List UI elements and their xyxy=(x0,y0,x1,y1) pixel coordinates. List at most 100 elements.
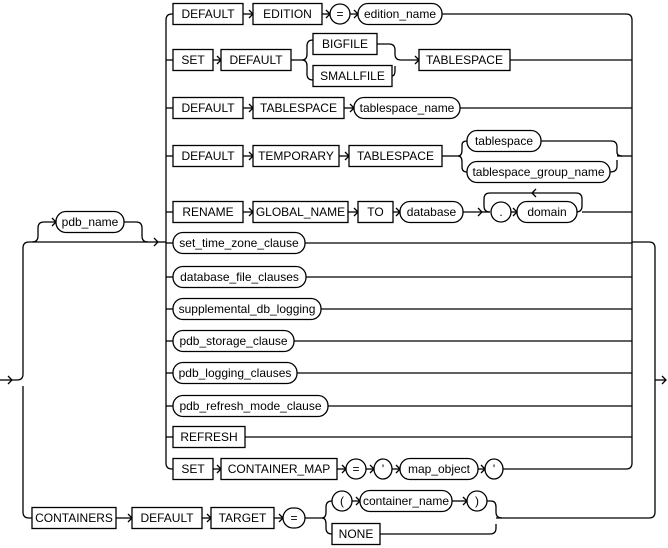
nonterminal-shape xyxy=(466,129,542,153)
node-label: pdb_storage_clause xyxy=(179,334,287,348)
keyword-shape xyxy=(172,425,246,449)
nonterminal-pdb-logging-clauses: pdb_logging_clauses xyxy=(172,361,298,385)
node-label: tablespace_group_name xyxy=(472,165,604,179)
keyword-default: DEFAULT xyxy=(131,506,203,530)
keyword-shape xyxy=(357,200,394,224)
keyword-rename: RENAME xyxy=(172,200,244,224)
node-label: container_name xyxy=(363,494,449,508)
keyword-shape xyxy=(312,32,378,56)
node-label: TABLESPACE xyxy=(260,101,337,115)
nonterminal-pdb-name: pdb_name xyxy=(55,210,125,234)
connector-line xyxy=(457,140,468,157)
connector-line xyxy=(321,500,333,519)
node-label: ' xyxy=(382,462,384,476)
keyword-default: DEFAULT xyxy=(172,2,244,26)
keyword-set: SET xyxy=(172,48,214,72)
outer-left-rail xyxy=(12,241,142,381)
node-label: map_object xyxy=(408,462,471,476)
keyword-shape xyxy=(252,96,345,120)
branch-line xyxy=(165,462,173,470)
keyword-shape xyxy=(252,200,349,224)
node-label: tablespace_name xyxy=(360,101,455,115)
connector-line xyxy=(609,160,618,173)
keyword-default: DEFAULT xyxy=(172,144,244,168)
node-label: DEFAULT xyxy=(181,7,235,21)
keyword-shape xyxy=(252,2,323,26)
nonterminal-tablespace-group-name: tablespace_group_name xyxy=(466,160,611,184)
node-label: RENAME xyxy=(182,205,233,219)
outer-left-rail xyxy=(22,386,32,519)
node-label: ' xyxy=(493,462,495,476)
connector-line xyxy=(301,59,308,67)
connector-line xyxy=(442,13,633,21)
connector-line xyxy=(31,221,56,243)
node-label: ) xyxy=(475,494,479,508)
node-label: REFRESH xyxy=(180,430,237,444)
keyword-shape xyxy=(220,48,292,72)
keyword-temporary: TEMPORARY xyxy=(252,144,340,168)
nonterminal-shape xyxy=(516,200,578,224)
connector-line xyxy=(306,66,314,81)
keyword-shape xyxy=(252,144,340,168)
connector-line xyxy=(377,43,402,61)
nonterminal-shape xyxy=(172,329,295,353)
nonterminal-container-name: container_name xyxy=(359,489,453,513)
symbol-shape xyxy=(329,3,351,25)
node-label: CONTAINER_MAP xyxy=(228,462,330,476)
node-label: DEFAULT xyxy=(140,511,194,525)
nonterminal-shape xyxy=(55,210,125,234)
symbol-shape xyxy=(466,490,488,512)
arrow-left-icon xyxy=(531,188,537,198)
node-label: database xyxy=(407,205,457,219)
nonterminal-pdb-refresh-mode-clause: pdb_refresh_mode_clause xyxy=(172,394,329,418)
symbol-symbol: . xyxy=(490,201,512,223)
symbol-symbol: ' xyxy=(373,458,393,480)
nonterminal-shape xyxy=(359,489,453,513)
symbol-shape xyxy=(484,458,504,480)
nonterminal-shape xyxy=(172,394,329,418)
node-label: pdb_name xyxy=(62,215,119,229)
keyword-shape xyxy=(172,2,244,26)
keyword-default: DEFAULT xyxy=(172,96,244,120)
node-label: DEFAULT xyxy=(181,149,235,163)
node-label: TABLESPACE xyxy=(426,53,503,67)
node-label: BIGFILE xyxy=(322,37,368,51)
connector-line xyxy=(503,462,633,470)
node-label: SMALLFILE xyxy=(320,69,385,83)
nonterminal-domain: domain xyxy=(516,200,578,224)
keyword-shape xyxy=(172,200,244,224)
connector-line xyxy=(541,140,623,157)
outer-right-rail xyxy=(496,241,656,519)
node-label: GLOBAL_NAME xyxy=(256,205,345,219)
symbol-shape xyxy=(331,490,353,512)
nonterminal-set-time-zone-clause: set_time_zone_clause xyxy=(172,231,306,255)
node-label: TABLESPACE xyxy=(357,149,434,163)
keyword-default: DEFAULT xyxy=(220,48,292,72)
nonterminal-database: database xyxy=(399,200,464,224)
node-label: pdb_logging_clauses xyxy=(179,366,292,380)
nonterminal-shape xyxy=(172,265,307,289)
symbol-shape xyxy=(345,458,367,480)
symbol-symbol: = xyxy=(282,507,306,529)
nonterminal-supplemental-db-logging: supplemental_db_logging xyxy=(172,297,322,321)
node-label: database_file_clauses xyxy=(180,270,299,284)
connector-line xyxy=(321,517,333,535)
node-label: = xyxy=(290,511,297,525)
nonterminal-map-object: map_object xyxy=(399,457,479,481)
node-label: = xyxy=(352,462,359,476)
nonterminal-shape xyxy=(399,457,479,481)
keyword-shape xyxy=(172,96,244,120)
node-label: TO xyxy=(367,205,383,219)
node-label: set_time_zone_clause xyxy=(179,236,299,250)
keyword-smallfile: SMALLFILE xyxy=(312,64,393,88)
node-label: DEFAULT xyxy=(181,101,235,115)
nonterminal-edition-name: edition_name xyxy=(357,2,443,26)
keyword-shape xyxy=(172,457,214,481)
connector-lines xyxy=(0,9,667,535)
keyword-shape xyxy=(312,64,393,88)
keyword-shape xyxy=(418,48,511,72)
nonterminal-shape xyxy=(399,200,464,224)
nonterminal-pdb-storage-clause: pdb_storage_clause xyxy=(172,329,295,353)
nonterminal-tablespace: tablespace xyxy=(466,129,542,153)
